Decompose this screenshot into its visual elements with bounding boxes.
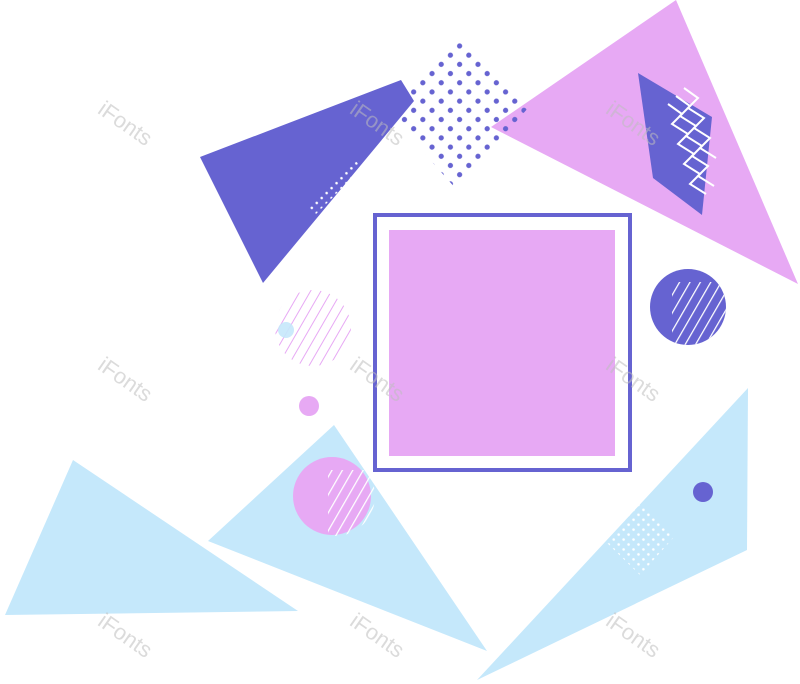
tiny-blue-dot	[278, 322, 294, 338]
small-purple-dot	[693, 482, 713, 502]
framed-pink-square	[389, 230, 615, 456]
light-blue-triangle-center	[208, 425, 487, 651]
dotted-strip	[308, 160, 362, 215]
zigzag-lines	[667, 87, 717, 195]
small-pink-dot	[299, 396, 319, 416]
light-blue-triangle-left	[5, 460, 298, 615]
pink-triangle	[491, 0, 798, 284]
purple-triangle	[200, 80, 414, 283]
dotted-diamond	[386, 38, 528, 190]
dotted-square-white	[603, 500, 675, 575]
